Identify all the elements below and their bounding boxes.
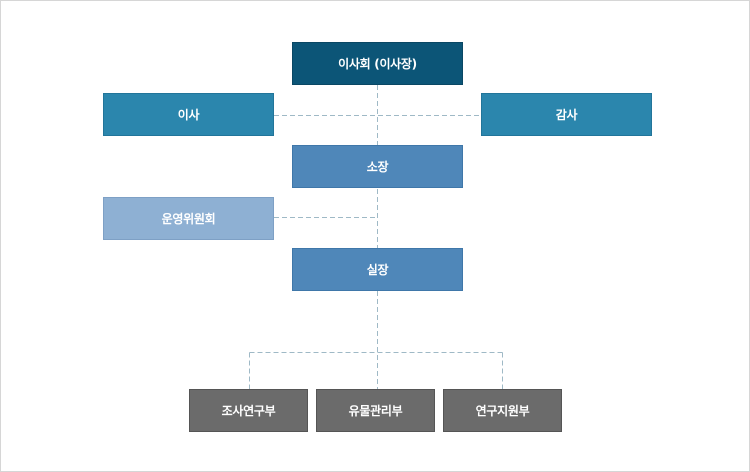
department-box-support: 연구지원부 (443, 389, 562, 432)
committee-box: 운영위원회 (103, 197, 274, 240)
department-label: 연구지원부 (475, 404, 530, 418)
chief-label: 실장 (366, 263, 389, 277)
department-box-research: 조사연구부 (189, 389, 308, 432)
board-label: 이사회 (이사장) (338, 57, 417, 71)
head-label: 소장 (366, 160, 389, 174)
committee-label: 운영위원회 (161, 212, 216, 226)
department-label: 유물관리부 (348, 404, 403, 418)
department-label: 조사연구부 (221, 404, 276, 418)
auditor-label: 감사 (555, 108, 578, 122)
head-box: 소장 (292, 145, 463, 188)
department-box-artifacts: 유물관리부 (316, 389, 435, 432)
board-box: 이사회 (이사장) (292, 42, 463, 85)
director-label: 이사 (177, 108, 200, 122)
director-box: 이사 (103, 93, 274, 136)
auditor-box: 감사 (481, 93, 652, 136)
chief-box: 실장 (292, 248, 463, 291)
